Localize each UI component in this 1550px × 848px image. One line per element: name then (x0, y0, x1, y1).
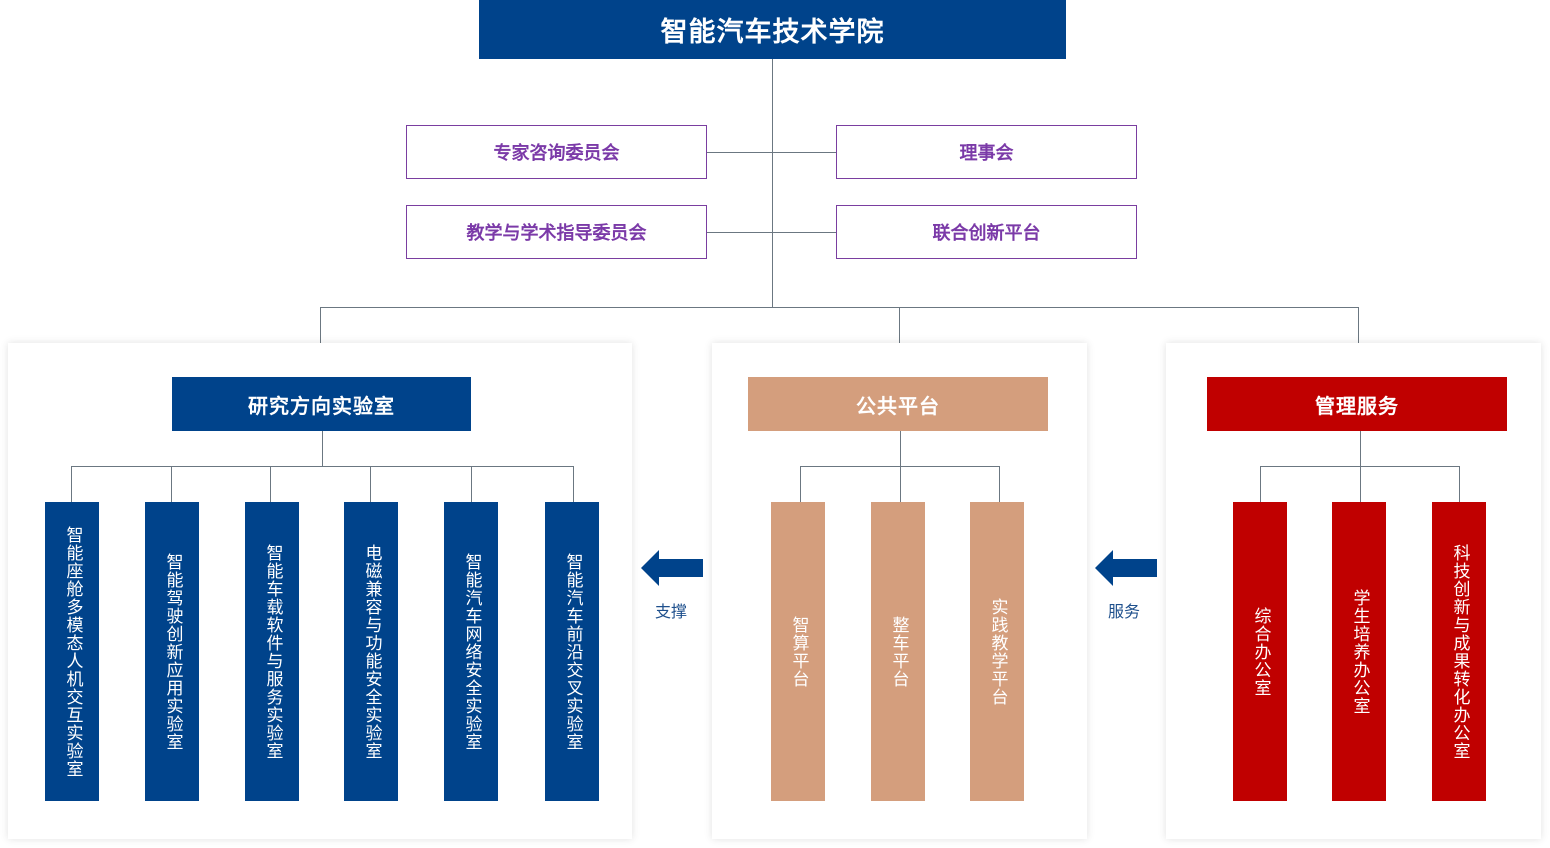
office-item-label: 综合办公室 (1250, 606, 1271, 697)
connector-research-drop-5 (471, 466, 472, 502)
connector-branch-right (1358, 307, 1359, 343)
council-expert-advisory: 专家咨询委员会 (406, 125, 707, 179)
connector-management-drop-1 (1260, 466, 1261, 502)
connector-platform-bar (800, 466, 1000, 467)
arrow-left-icon (1095, 550, 1157, 586)
lab-item: 电磁兼容与功能安全实验室 (344, 502, 398, 801)
lab-item-label: 智能汽车前沿交叉实验室 (562, 552, 583, 751)
platform-item: 整车平台 (871, 502, 925, 801)
connector-branch-middle (899, 307, 900, 343)
connector-council-row2 (707, 232, 836, 233)
office-item: 学生培养办公室 (1332, 502, 1386, 801)
lab-item: 智能车载软件与服务实验室 (245, 502, 299, 801)
platform-item: 实践教学平台 (970, 502, 1024, 801)
arrow-left-icon (641, 550, 703, 586)
lab-item: 智能汽车前沿交叉实验室 (545, 502, 599, 801)
office-item: 科技创新与成果转化办公室 (1432, 502, 1486, 801)
section-title-research-labs: 研究方向实验室 (172, 377, 471, 431)
lab-item-label: 智能汽车网络安全实验室 (461, 552, 482, 751)
office-item-label: 学生培养办公室 (1349, 588, 1370, 715)
connector-branch-horizontal (320, 307, 1359, 308)
connector-research-bar (71, 466, 573, 467)
lab-item-label: 智能驾驶创新应用实验室 (162, 552, 183, 751)
section-title-management-services: 管理服务 (1207, 377, 1507, 431)
platform-item-label: 实践教学平台 (987, 597, 1008, 706)
council-board: 理事会 (836, 125, 1137, 179)
office-item: 综合办公室 (1233, 502, 1287, 801)
lab-item-label: 智能座舱多模态人机交互实验室 (62, 525, 83, 778)
connector-research-drop-3 (270, 466, 271, 502)
section-title-public-platforms: 公共平台 (748, 377, 1048, 431)
arrow-label-support: 支撑 (655, 602, 688, 621)
connector-research-drop-4 (370, 466, 371, 502)
connector-research-drop-2 (171, 466, 172, 502)
lab-item-label: 电磁兼容与功能安全实验室 (361, 543, 382, 760)
connector-research-drop-1 (71, 466, 72, 502)
connector-platform-drop-1 (800, 466, 801, 502)
platform-item-label: 整车平台 (888, 615, 909, 688)
connector-main-trunk (772, 59, 773, 308)
lab-item: 智能汽车网络安全实验室 (444, 502, 498, 801)
connector-platform-drop-3 (999, 466, 1000, 502)
platform-item-label: 智算平台 (788, 615, 809, 688)
lab-item-label: 智能车载软件与服务实验室 (262, 543, 283, 760)
connector-management-bar (1260, 466, 1460, 467)
connector-council-row1 (707, 152, 836, 153)
connector-branch-left (320, 307, 321, 343)
college-title: 智能汽车技术学院 (479, 0, 1066, 59)
lab-item: 智能座舱多模态人机交互实验室 (45, 502, 99, 801)
connector-research-stem (322, 431, 323, 466)
lab-item: 智能驾驶创新应用实验室 (145, 502, 199, 801)
arrow-label-service: 服务 (1108, 602, 1141, 621)
platform-item: 智算平台 (771, 502, 825, 801)
office-item-label: 科技创新与成果转化办公室 (1449, 543, 1470, 760)
connector-research-drop-6 (573, 466, 574, 502)
council-teaching-academic: 教学与学术指导委员会 (406, 205, 707, 259)
connector-management-drop-3 (1459, 466, 1460, 502)
council-joint-innovation: 联合创新平台 (836, 205, 1137, 259)
